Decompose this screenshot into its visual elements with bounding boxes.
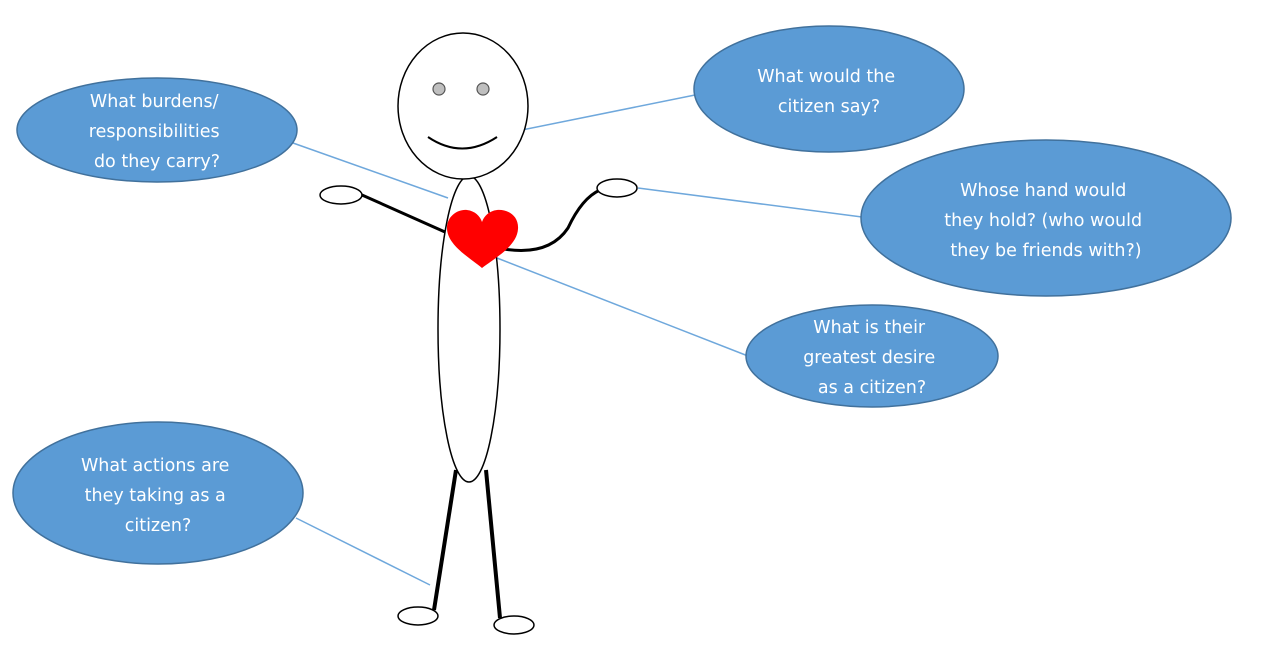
bubble-actions-line-1: What actions are [81, 456, 229, 476]
connector-burdens [292, 142, 449, 199]
connector-hand [637, 187, 863, 218]
bubble-hand-text: Whose hand would they hold? (who would t… [944, 181, 1147, 261]
bubble-desire-text: What is their greatest desire as a citiz… [803, 318, 941, 398]
connector-desire [496, 257, 749, 357]
bubble-say-line-2: citizen say? [778, 97, 880, 117]
bubble-burdens: What burdens/ responsibilities do they c… [16, 77, 298, 183]
connector-actions [295, 517, 431, 586]
left-foot [397, 606, 439, 626]
bubble-hand-line-3: they be friends with?) [950, 241, 1141, 261]
bubble-actions-line-3: citizen? [125, 516, 192, 536]
left-eye [432, 82, 446, 96]
bubble-hand-line-1: Whose hand would [960, 181, 1126, 201]
bubble-hand: Whose hand would they hold? (who would t… [860, 139, 1232, 297]
bubble-actions: What actions are they taking as a citize… [12, 421, 304, 565]
bubble-desire: What is their greatest desire as a citiz… [745, 304, 999, 408]
bubble-say-text: What would the citizen say? [757, 67, 901, 117]
bubble-say: What would the citizen say? [693, 25, 965, 153]
left-arm [361, 193, 446, 234]
right-hand [596, 178, 638, 198]
connectors [292, 94, 863, 586]
right-leg [484, 469, 502, 619]
bubble-burdens-line-2: responsibilities [89, 122, 220, 142]
left-leg [432, 469, 458, 611]
bubble-burdens-line-1: What burdens/ [90, 92, 219, 112]
right-foot [493, 615, 535, 635]
bubble-say-shape [693, 25, 965, 153]
bubble-desire-line-1: What is their [813, 318, 926, 338]
bubble-burdens-shape [16, 77, 298, 183]
bubble-actions-text: What actions are they taking as a citize… [81, 456, 235, 536]
heart-icon [447, 209, 519, 268]
bubble-say-line-1: What would the [757, 67, 895, 87]
bubble-desire-line-3: as a citizen? [818, 378, 926, 398]
bubble-actions-shape [12, 421, 304, 565]
connector-say [511, 94, 696, 133]
smile [427, 136, 498, 150]
bubble-desire-shape [745, 304, 999, 408]
bubble-hand-shape [860, 139, 1232, 297]
bubble-burdens-line-3: do they carry? [94, 152, 220, 172]
bubble-hand-line-2: they hold? (who would [944, 211, 1142, 231]
bubble-desire-line-2: greatest desire [803, 348, 935, 368]
stick-figure [319, 32, 638, 635]
bubble-actions-line-2: they taking as a [85, 486, 226, 506]
right-arm [497, 188, 601, 252]
left-hand [319, 185, 363, 205]
head [397, 32, 529, 180]
right-eye [476, 82, 490, 96]
bubble-burdens-text: What burdens/ responsibilities do they c… [89, 92, 225, 172]
smiley-face-icon [397, 32, 529, 180]
